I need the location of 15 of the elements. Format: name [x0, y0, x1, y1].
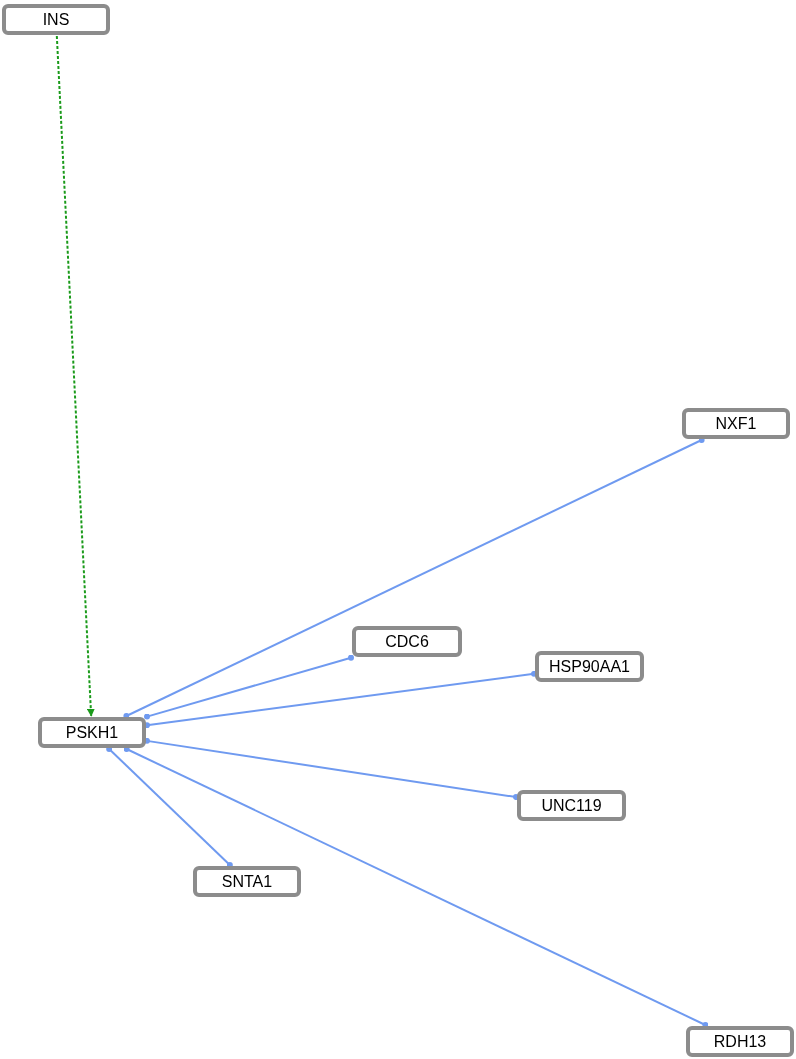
- gene-node: UNC119: [517, 790, 626, 821]
- connector-line: [123, 437, 705, 719]
- gene-node: PSKH1: [38, 717, 146, 748]
- connector-line: [123, 746, 709, 1028]
- connector-line: [106, 746, 233, 868]
- gene-node: NXF1: [682, 408, 790, 439]
- connector-line: [144, 670, 537, 729]
- gene-node: RDH13: [686, 1026, 794, 1057]
- gene-node: SNTA1: [193, 866, 301, 897]
- gene-node: INS: [2, 4, 110, 35]
- gene-node: CDC6: [352, 626, 462, 657]
- gene-node: HSP90AA1: [535, 651, 644, 682]
- connector-line: [55, 35, 95, 717]
- connector-line: [144, 737, 519, 801]
- connector-line: [144, 654, 354, 720]
